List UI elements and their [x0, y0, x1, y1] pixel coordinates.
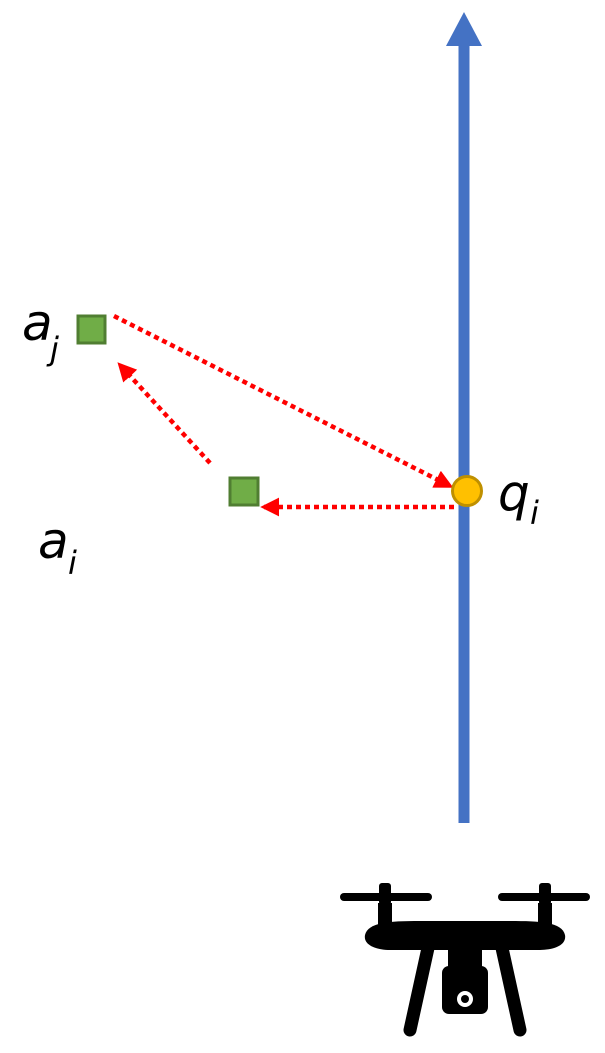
anchor-ai-square [228, 476, 260, 507]
label-a-i-sub: i [68, 544, 77, 582]
trajectory-arrow [446, 12, 482, 823]
label-a-i: a i [38, 512, 77, 582]
label-a-j-main: a [22, 294, 53, 352]
label-a-j-sub: j [46, 330, 59, 368]
arrow-ai-to-aj [117, 362, 212, 465]
anchor-aj-square [76, 314, 107, 345]
label-a-i-main: a [38, 512, 69, 570]
label-q-i: q i [498, 464, 539, 532]
arrow-aj-to-qi [112, 313, 454, 489]
label-a-j: a j [22, 294, 59, 368]
drone-icon [340, 883, 590, 1037]
label-q-i-main: q [498, 464, 530, 522]
dotted-arrows [112, 313, 454, 517]
arrow-up-icon [446, 12, 482, 46]
query-point-qi [451, 475, 483, 507]
label-q-i-sub: i [530, 494, 539, 532]
